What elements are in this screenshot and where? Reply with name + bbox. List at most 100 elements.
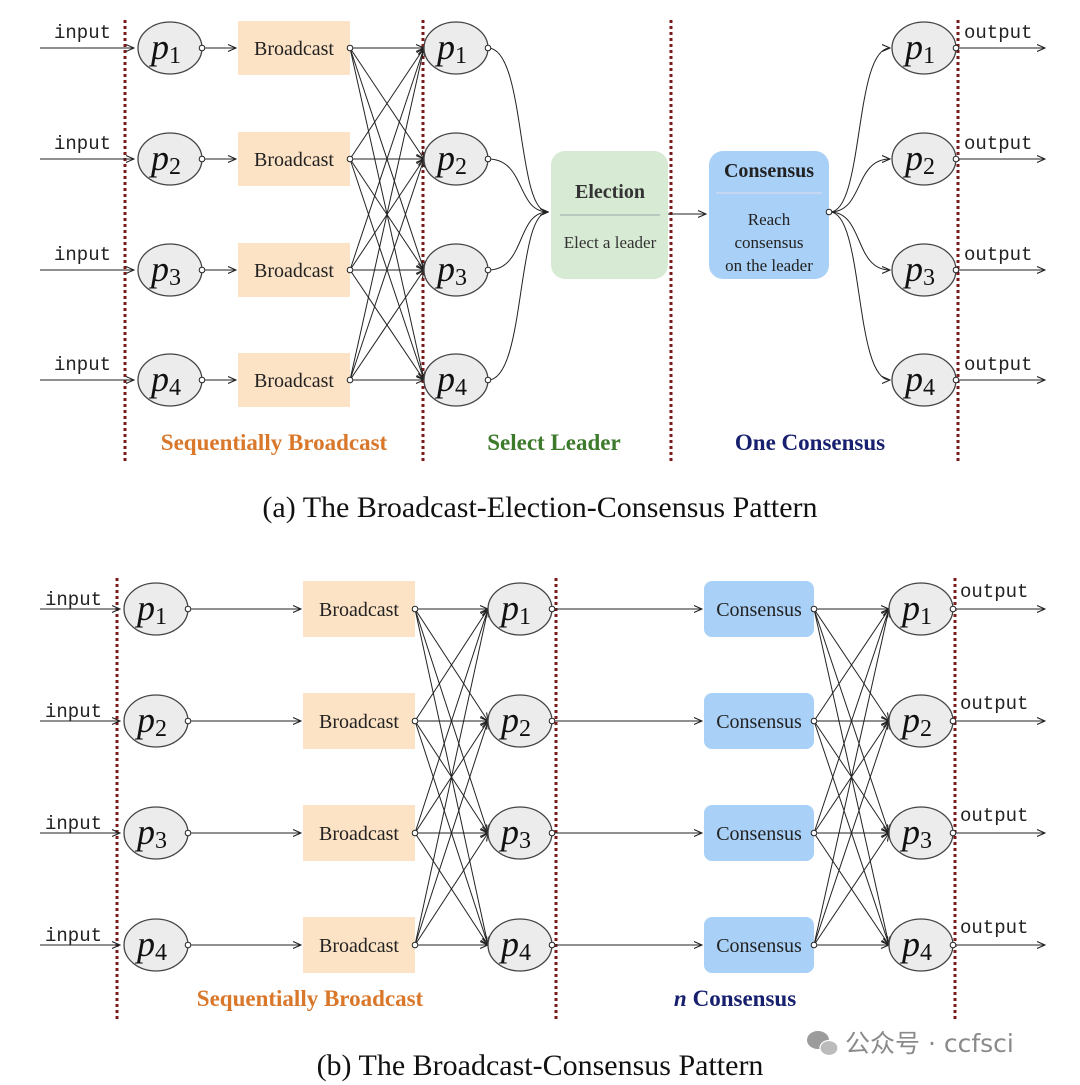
consensus-label-b-1: Consensus — [716, 599, 802, 621]
node-index: 2 — [920, 716, 932, 742]
node-letter: p — [148, 138, 169, 178]
port-broadcast-a-3 — [346, 266, 354, 274]
node-letter: p — [148, 359, 169, 399]
node-index: 2 — [923, 154, 935, 180]
node-letter: p — [134, 588, 155, 628]
broadcast-label-b-3: Broadcast — [319, 823, 399, 845]
node-index: 4 — [155, 940, 167, 966]
consensus-link-b-4-1 — [813, 609, 889, 946]
input-label-a-3: input — [54, 244, 111, 266]
port-b1-4 — [184, 941, 192, 949]
node-b1-p4-label: p4 — [134, 924, 167, 966]
caption-a: (a) The Broadcast-Election-Consensus Pat… — [262, 491, 817, 524]
port-b3-2 — [949, 717, 957, 725]
wechat-icon — [807, 1031, 839, 1057]
port-broadcast-b-1 — [411, 605, 419, 613]
node-a3-p2-label: p2 — [902, 138, 935, 180]
election-title: Election — [575, 181, 645, 203]
output-label-b-3: output — [960, 805, 1028, 827]
port-b3-1 — [949, 605, 957, 613]
node-a2-p1-label: p1 — [434, 27, 467, 69]
output-label-a-4: output — [964, 354, 1032, 376]
broadcast-box-b-1 — [303, 581, 415, 637]
port-broadcast-a-2 — [346, 155, 354, 163]
output-label-b-1: output — [960, 581, 1028, 603]
output-label-a-1: output — [964, 22, 1032, 44]
output-label-b-2: output — [960, 693, 1028, 715]
port-a2-4 — [484, 376, 492, 384]
port-b3-3 — [949, 829, 957, 837]
port-b2-1 — [548, 605, 556, 613]
broadcast-label-b-1: Broadcast — [319, 599, 399, 621]
node-index: 1 — [923, 43, 935, 69]
to-election-a-1 — [487, 47, 548, 212]
broadcast-link-b-4-1 — [414, 609, 488, 946]
port-broadcast-b-4 — [411, 941, 419, 949]
from-consensus-a-4 — [829, 211, 890, 380]
port-b2-4 — [548, 941, 556, 949]
node-index: 4 — [455, 375, 467, 401]
node-index: 3 — [923, 265, 935, 291]
input-label-b-4: input — [45, 925, 102, 947]
node-index: 2 — [155, 716, 167, 742]
node-letter: p — [434, 138, 455, 178]
node-index: 3 — [155, 828, 167, 854]
node-index: 4 — [920, 940, 932, 966]
broadcast-label-b-4: Broadcast — [319, 935, 399, 957]
election-body: Elect a leader — [564, 233, 657, 252]
port-b2-2 — [548, 717, 556, 725]
node-b1-p1-label: p1 — [134, 588, 167, 630]
output-label-b-4: output — [960, 917, 1028, 939]
node-index: 3 — [455, 265, 467, 291]
consensus-link-b-3-1 — [813, 609, 889, 834]
broadcast-box-b-3 — [303, 805, 415, 861]
node-a2-p4-label: p4 — [434, 359, 467, 401]
port-broadcast-a-4 — [346, 376, 354, 384]
caption-a-tag: (a) — [262, 491, 302, 524]
port-broadcast-b-2 — [411, 717, 419, 725]
port-a1-4 — [198, 376, 206, 384]
output-label-a-2: output — [964, 133, 1032, 155]
node-index: 3 — [169, 265, 181, 291]
from-consensus-a-3 — [829, 211, 890, 270]
input-label-a-4: input — [54, 354, 111, 376]
wechat-bubble-small — [819, 1039, 839, 1057]
watermark-text: 公众号 · ccfsci — [845, 1029, 1014, 1058]
node-a3-p4-label: p4 — [902, 359, 935, 401]
port-broadcast-b-3 — [411, 829, 419, 837]
port-consensus-b-1 — [810, 605, 818, 613]
port-b1-2 — [184, 717, 192, 725]
broadcast-label-a-4: Broadcast — [254, 370, 334, 392]
node-letter: p — [434, 359, 455, 399]
caption-b-tag: (b) — [317, 1049, 359, 1082]
consensus-box-b-2 — [704, 693, 814, 749]
consensus-box-b-1 — [704, 581, 814, 637]
consensus-label-b-4: Consensus — [716, 935, 802, 957]
broadcast-link-b-4-3 — [414, 833, 488, 946]
consensus-box-a — [709, 151, 829, 279]
node-index: 2 — [519, 716, 531, 742]
to-election-a-2 — [487, 158, 548, 212]
input-label-b-2: input — [45, 701, 102, 723]
node-index: 1 — [155, 604, 167, 630]
node-b1-p2-label: p2 — [134, 700, 167, 742]
node-b2-p3-label: p3 — [498, 812, 531, 854]
broadcast-link-b-3-1 — [414, 609, 488, 834]
node-letter: p — [148, 27, 169, 67]
node-letter: p — [498, 924, 519, 964]
port-b1-1 — [184, 605, 192, 613]
port-a3-1 — [952, 44, 960, 52]
port-a2-1 — [484, 44, 492, 52]
port-a1-1 — [198, 44, 206, 52]
node-index: 4 — [519, 940, 531, 966]
port-broadcast-a-1 — [346, 44, 354, 52]
section-label-a-leader: Select Leader — [487, 430, 620, 455]
node-b3-p4-label: p4 — [899, 924, 932, 966]
node-a1-p2-label: p2 — [148, 138, 181, 180]
node-b3-p1-label: p1 — [899, 588, 932, 630]
consensus-label-b-2: Consensus — [716, 711, 802, 733]
node-letter: p — [902, 27, 923, 67]
node-a1-p4-label: p4 — [148, 359, 181, 401]
input-label-a-1: input — [54, 22, 111, 44]
